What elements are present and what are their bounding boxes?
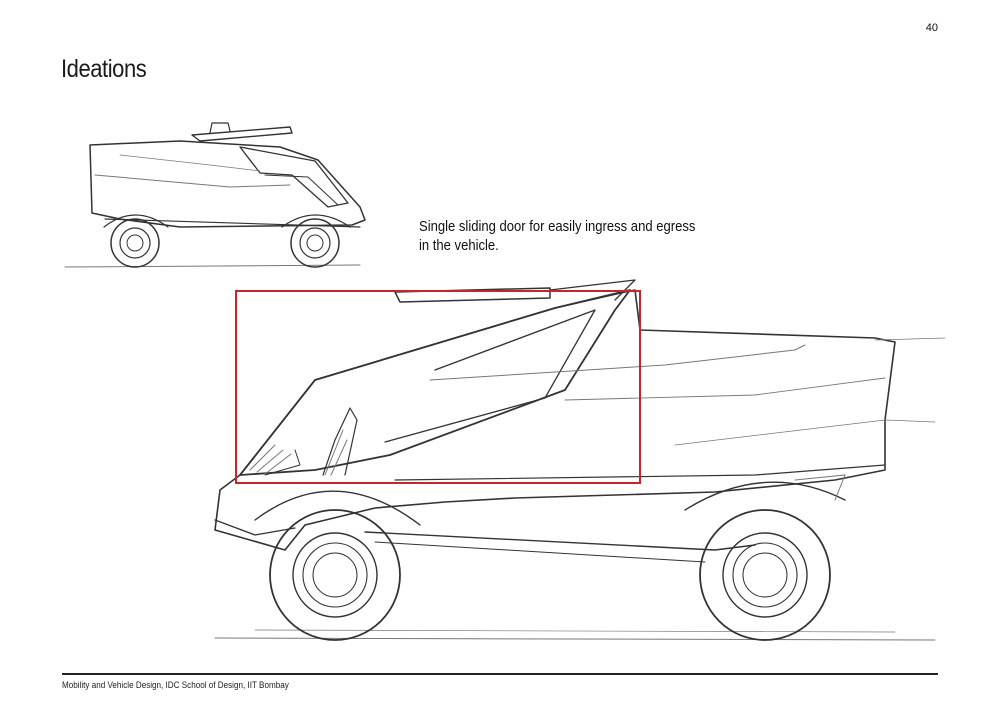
sliding-door-highlight-box [235,290,641,484]
footer-credit: Mobility and Vehicle Design, IDC School … [62,680,289,690]
vehicle-sketch-small [60,115,380,275]
page-title: Ideations [61,55,147,83]
page-number: 40 [925,22,938,34]
design-caption: Single sliding door for easily ingress a… [419,219,696,254]
footer-rule [62,673,938,675]
vehicle-sketch-large [195,270,955,655]
